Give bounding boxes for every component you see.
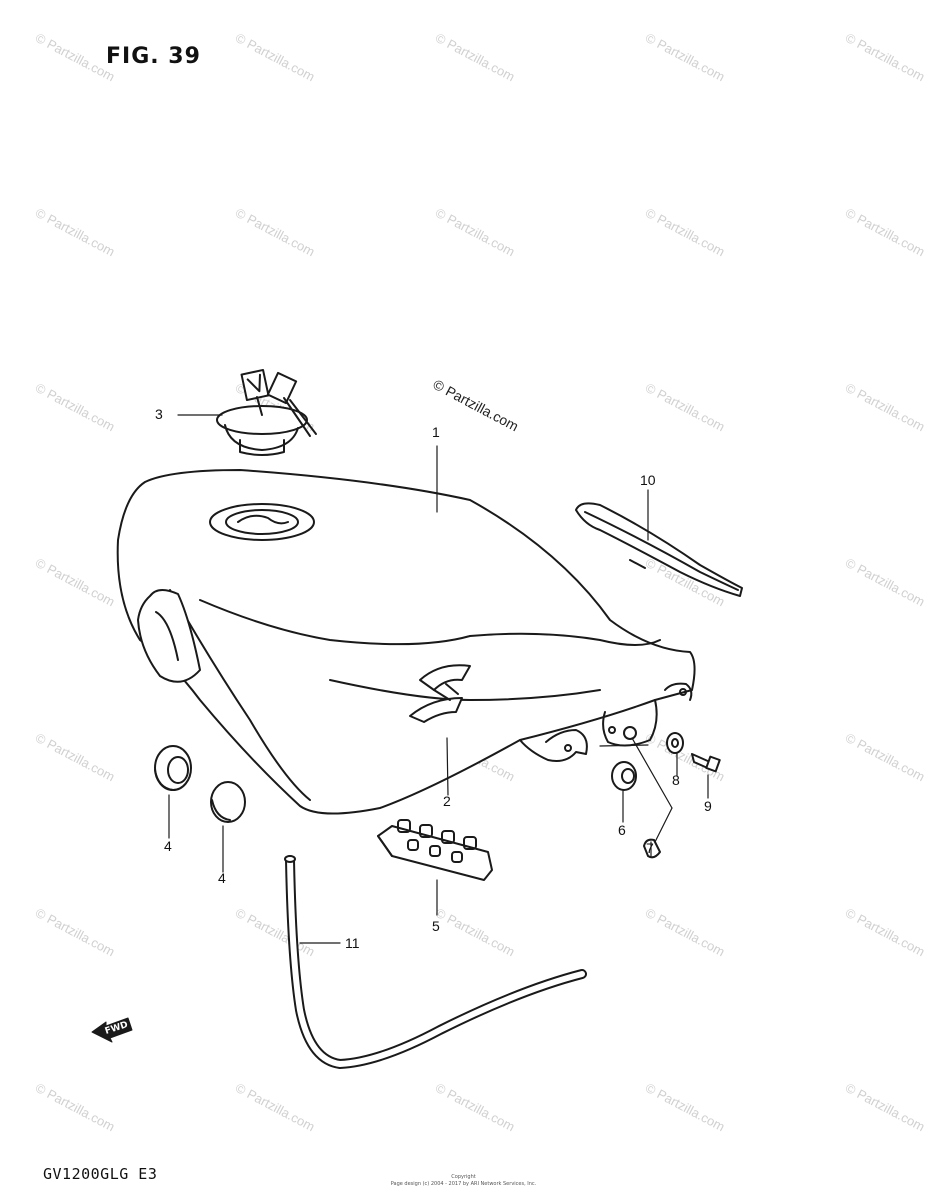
callout-5[interactable]: 5 xyxy=(432,918,440,934)
grommet-drawing[interactable] xyxy=(611,761,637,791)
washer-drawing[interactable] xyxy=(666,732,684,754)
callout-9[interactable]: 9 xyxy=(704,798,712,814)
figure-title: FIG. 39 xyxy=(106,44,201,69)
cushion-strip-drawing[interactable] xyxy=(575,502,743,597)
callout-1[interactable]: 1 xyxy=(432,424,440,440)
callout-8[interactable]: 8 xyxy=(672,772,680,788)
callout-4b[interactable]: 4 xyxy=(218,870,226,886)
leader-lines xyxy=(168,414,709,944)
bolt-drawing[interactable] xyxy=(691,753,721,773)
callout-10[interactable]: 10 xyxy=(640,472,656,488)
callout-3[interactable]: 3 xyxy=(155,406,163,422)
rear-cushion-drawing[interactable] xyxy=(377,819,493,881)
footer-copyright: Copyright xyxy=(451,1174,476,1180)
footer-page-design: Page design (c) 2004 - 2017 by ARI Netwo… xyxy=(390,1181,537,1187)
callout-7[interactable]: 7 xyxy=(646,840,654,856)
tank-emblem-drawing[interactable] xyxy=(409,664,471,723)
breather-hose-drawing[interactable] xyxy=(284,855,587,1069)
fuel-cap-drawing[interactable] xyxy=(216,368,317,456)
forward-direction-icon xyxy=(91,1017,133,1043)
callout-6[interactable]: 6 xyxy=(618,822,626,838)
callout-11[interactable]: 11 xyxy=(345,935,360,951)
cushion-right-drawing[interactable] xyxy=(210,781,246,823)
cushion-left-drawing[interactable] xyxy=(154,745,192,791)
fuel-tank-drawing[interactable] xyxy=(116,469,696,815)
model-code: GV1200GLG E3 xyxy=(43,1165,158,1183)
callout-4a[interactable]: 4 xyxy=(164,838,172,854)
collar-drawing[interactable] xyxy=(643,838,661,859)
callout-2[interactable]: 2 xyxy=(443,793,451,809)
